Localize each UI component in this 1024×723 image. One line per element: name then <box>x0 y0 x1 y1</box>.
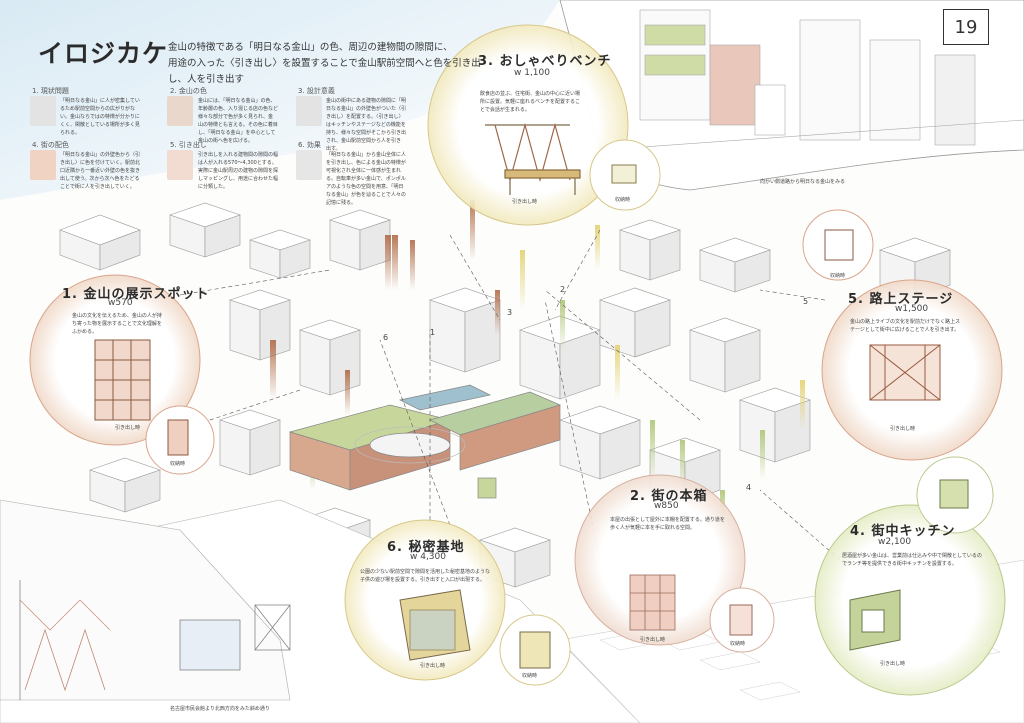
bubble-4-title: 4. 街中キッチン <box>850 524 956 539</box>
bubble-6-width: w 4,300 <box>410 552 446 562</box>
intro-item-6-heading: 6. 効果 <box>298 141 321 149</box>
intro-item-5-heading: 5. 引き出し <box>170 141 207 149</box>
bubble-5-width: w1,500 <box>895 304 929 314</box>
intro-item-4-heading: 4. 街の配色 <box>32 141 69 149</box>
intro-item-4-text: 「明日なる金山」の外壁色から〈引き出し〉に色を付けていく。駅前北口近隣から一番近… <box>60 152 141 190</box>
bubble-6-caption-open: 引き出し時 <box>420 663 446 669</box>
intro-thumb-1 <box>30 96 56 126</box>
bubble-3-desc: 飲食店の並ぶ、住宅街、金山の中心に近い場所に設置。気軽に座れるベンチを配置するこ… <box>480 91 581 113</box>
lead-line-2: 用途の入った〈引き出し〉を設置することで金山駅前空間へと色を引き出し、人を引き出… <box>168 58 481 85</box>
bubble-1-caption-closed: 収納時 <box>170 461 186 467</box>
bubble-2-desc: 本屋の出張として屋外に本棚を配置する。通り道を歩く人が気軽に本を手に取れる空間。 <box>610 517 725 531</box>
page-number: 19 <box>943 9 989 45</box>
bubble-5-desc: 金山の路上ライブの文化を駅前だけでなく路上ステージとして街中に広げることで人を引… <box>850 319 961 333</box>
intro-thumb-3 <box>296 96 322 126</box>
intro-item-2-heading: 2. 金山の色 <box>170 87 207 95</box>
bubble-1-shape <box>29 274 215 475</box>
bubble-3-caption-open: 引き出し時 <box>512 199 538 205</box>
intro-thumb-4 <box>30 150 56 180</box>
lead-text: 金山の特徴である「明日なる金山」の色、周辺の建物間の隙間に、 用途の入った〈引き… <box>168 40 488 88</box>
bubble-4-desc: 居酒屋が多い金山は、営業前は仕込みや中で閑散としているのでランチ等を提供できる街… <box>842 553 982 567</box>
bubble-2-shape <box>574 474 775 653</box>
bubble-5-shape <box>802 209 1003 461</box>
intro-item-2-text: 金山には、「明日なる金山」の色、年齢層の色、入り混じる店の色など様々な部分で色が… <box>198 98 279 144</box>
bubble-2-width: w850 <box>654 501 679 511</box>
map-label-1: 1 <box>430 328 436 337</box>
intro-item-1-text: 「明日なる金山」に人が密集しているため駅前空間からの広がりがない。金山ならではの… <box>60 98 140 136</box>
bubble-5-title: 5. 路上ステージ <box>848 292 954 307</box>
intro-item-1-heading: 1. 現状問題 <box>32 87 69 95</box>
bubble-1-desc: 金山の文化を伝えるため、金山の人が持ち寄った物を展示することで文化理解をふかめる… <box>72 313 162 335</box>
page-title: イロジカケ <box>38 39 169 68</box>
map-label-6: 6 <box>383 333 389 342</box>
map-label-4: 4 <box>746 483 752 492</box>
bubble-5-caption-closed: 収納時 <box>830 273 846 279</box>
bubble-3-caption-closed: 収納時 <box>615 197 631 203</box>
bubble-4-width: w2,100 <box>878 537 912 547</box>
bubble-6-caption-closed: 収納時 <box>522 673 538 679</box>
intro-thumb-6 <box>296 150 322 180</box>
intro-item-6-text: 「明日なる金山」から金山全体に人を引き出し、色による金山の特徴が可視化され全体に… <box>326 152 407 206</box>
intro-thumb-2 <box>167 96 193 126</box>
bubble-6-desc: 公園の少ない駅前空間で隙間を活用した秘密基地のような子供の遊び場を設置する。引き… <box>360 569 491 583</box>
bubble-6-shape <box>344 519 571 686</box>
bubble-6-title: 6. 秘密基地 <box>387 540 465 555</box>
map-label-5: 5 <box>803 297 809 306</box>
bubble-1-caption-open: 引き出し時 <box>115 425 141 431</box>
intro-thumb-5 <box>167 150 193 180</box>
intro-item-3-heading: 3. 設計意義 <box>298 87 335 95</box>
bubble-4-caption-open: 引き出し時 <box>880 661 906 667</box>
lead-line-1: 金山の特徴である「明日なる金山」の色、周辺の建物間の隙間に、 <box>168 42 453 53</box>
bubble-3-shape <box>427 24 661 226</box>
bubble-2-caption-closed: 収納時 <box>730 641 746 647</box>
bottom-left-view-caption: 名古屋市民会館より北西方向をみた斜め通り <box>170 706 270 712</box>
bubble-1-title: 1. 金山の展示スポット <box>62 287 210 302</box>
bubble-1-width: w570 <box>108 298 133 308</box>
bubble-3-title: 3. おしゃべりベンチ <box>478 54 612 69</box>
map-label-3: 3 <box>507 308 513 317</box>
bubble-2-title: 2. 街の本箱 <box>630 489 708 504</box>
intro-item-3-text: 金山の街中にある建物の隙間に「明日なる金山」の外壁色がついた〈引き出し〉を配置す… <box>326 98 407 152</box>
bubble-4-shape <box>814 456 1006 696</box>
top-right-view-caption: 向かい側道路から明日なる金山をみる <box>760 179 846 185</box>
intro-item-5-text: 引き出しを入れる建物間の隙間の幅は人が入れる570〜4,300とする。実際に金山… <box>198 152 279 190</box>
bubble-3-width: w 1,100 <box>514 68 550 78</box>
bubble-5-caption-open: 引き出し時 <box>890 426 916 432</box>
map-label-2: 2 <box>560 285 566 294</box>
bubble-2-caption-open: 引き出し時 <box>640 637 666 643</box>
